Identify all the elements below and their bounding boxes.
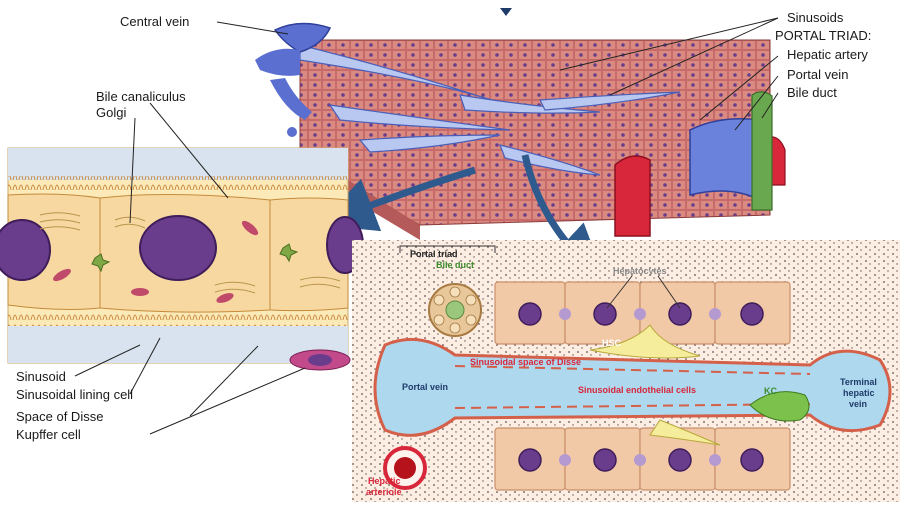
label-bile-duct: Bile duct (787, 85, 837, 100)
label-kupffer-cell: Kupffer cell (16, 427, 81, 442)
label-portal-triad-title: PORTAL TRIAD: (775, 28, 871, 43)
label-portal-vein-small: Portal vein (402, 382, 448, 392)
label-sinusoidal-endothelial-cells: Sinusoidal endothelial cells (578, 385, 696, 395)
label-hepatic-arteriole-line1: Hepatic (368, 476, 401, 486)
label-space-of-disse: Space of Disse (16, 409, 103, 424)
portal-vein-shape (690, 119, 760, 200)
label-terminal-hepatic-vein-line1: Terminal (840, 377, 877, 387)
right-panel-illustration (352, 240, 900, 502)
label-sinusoidal-space-of-disse: Sinusoidal space of Disse (470, 357, 581, 367)
label-hepatocytes: Hepatocytes (613, 266, 667, 276)
label-sinusoids: Sinusoids (787, 10, 843, 25)
label-golgi: Golgi (96, 105, 126, 120)
label-sinusoid: Sinusoid (16, 369, 66, 384)
label-portal-vein: Portal vein (787, 67, 848, 82)
bile-duct-shape (752, 92, 772, 210)
label-kc: KC (764, 386, 777, 396)
label-hepatic-artery: Hepatic artery (787, 47, 868, 62)
label-bile-duct-small: Bile duct (436, 260, 474, 270)
label-bile-canaliculus: Bile canaliculus (96, 89, 186, 104)
label-terminal-hepatic-vein-line2: hepatic (843, 388, 875, 398)
label-hepatic-arteriole-line2: arteriole (366, 487, 402, 497)
label-sinusoidal-lining-cell: Sinusoidal lining cell (16, 387, 133, 402)
label-central-vein: Central vein (120, 14, 189, 29)
label-hsc: HSC (602, 338, 621, 348)
label-portal-triad: Portal triad (410, 249, 458, 259)
left-panel-illustration (0, 148, 363, 370)
label-terminal-hepatic-vein-line3: vein (849, 399, 867, 409)
hepatic-artery-shape (615, 156, 650, 236)
